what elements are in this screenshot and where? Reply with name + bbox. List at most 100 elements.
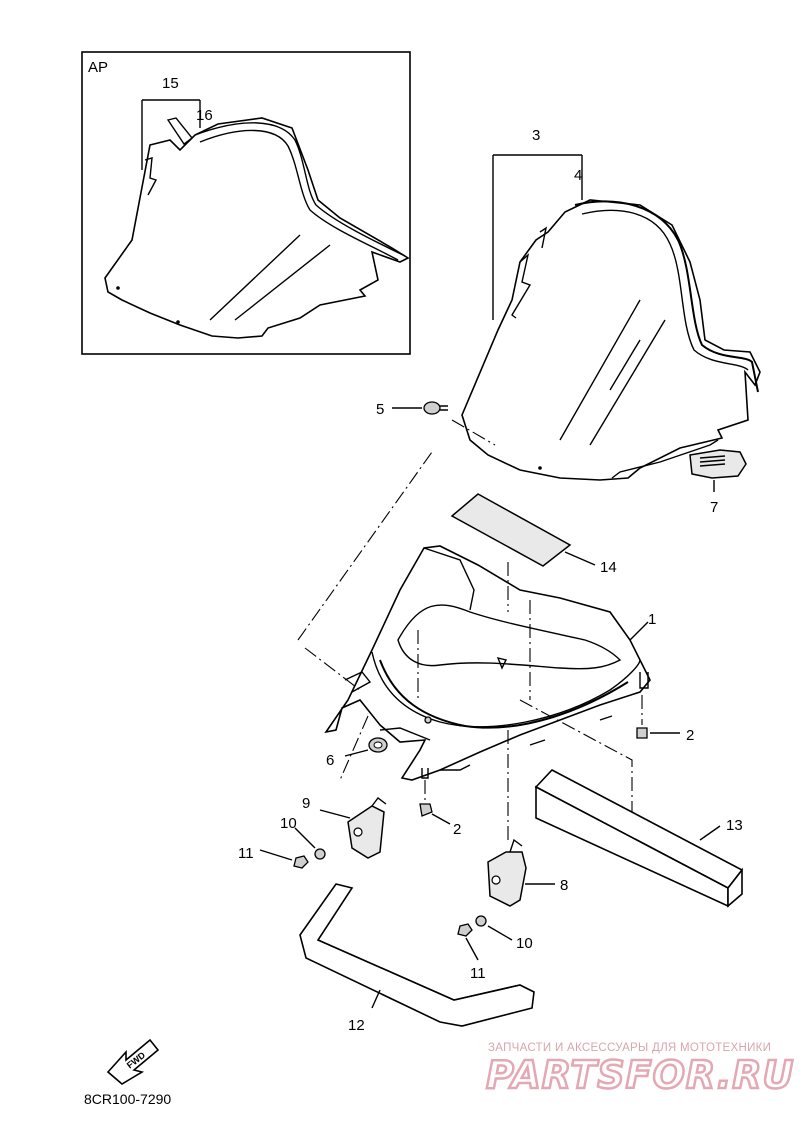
- leader-11-left: [259, 849, 293, 861]
- watermark-tagline: ЗАПЧАСТИ И АКСЕССУАРЫ ДЛЯ МОТОТЕХНИКИ: [488, 1042, 771, 1054]
- watermark-brand: PARTSFOR.RU: [486, 1053, 794, 1097]
- inset-windshield-body: [104, 117, 410, 339]
- inset-shade-line-2: [234, 244, 331, 321]
- cowling-inner-rim: [371, 651, 641, 728]
- cowling-window: [397, 604, 622, 670]
- bracket-15: [141, 99, 201, 170]
- cowling-u-mark-right: [639, 672, 649, 689]
- washer-10-left: [314, 848, 326, 860]
- callout-3: 3: [532, 127, 540, 144]
- screw-5: 5: [376, 401, 496, 446]
- callout-11-right: 11: [470, 965, 486, 982]
- leader-14: [564, 551, 596, 566]
- inset-trim-strip-inner: [199, 129, 399, 261]
- pad-14-body: [450, 493, 572, 567]
- leader-6: [344, 749, 369, 757]
- cowling-bolt-hole: [424, 716, 432, 724]
- callout-9: 9: [302, 795, 310, 812]
- callout-7: 7: [710, 499, 718, 516]
- pad-14: 14: [450, 493, 617, 576]
- callout-13: 13: [726, 817, 743, 834]
- inset-notch: [144, 157, 158, 196]
- part-7-ribs: [699, 455, 726, 467]
- center-line-a: [297, 451, 433, 641]
- leader-10-left: [294, 827, 316, 849]
- bracket-9-tab: [371, 797, 387, 807]
- watermark: ЗАПЧАСТИ И АКСЕССУАРЫ ДЛЯ МОТОТЕХНИКИ PA…: [485, 1042, 795, 1098]
- diagram-code: 8CR100-7290: [84, 1091, 171, 1107]
- screw-2-right: 2: [636, 727, 694, 744]
- inset-ap-windshield: AP 15 16: [81, 51, 411, 355]
- bracket-8-assembly: 8 10 11: [457, 838, 568, 982]
- leader-11-right: [465, 937, 479, 961]
- washer-10-right: [475, 915, 487, 927]
- windshield-notch: [511, 253, 532, 319]
- bracket-8-body: [487, 851, 527, 907]
- screw-5-shank: [440, 405, 448, 411]
- leader-2-center: [431, 813, 451, 825]
- cowling-clip: [344, 671, 372, 693]
- center-line-b: [304, 647, 361, 691]
- cowling-u-mark-center: [421, 768, 429, 779]
- callout-10-left: 10: [280, 815, 297, 832]
- screw-2-center: 2: [419, 768, 461, 838]
- windshield-shade-3: [609, 339, 641, 391]
- callout-11-left: 11: [238, 845, 254, 862]
- foam-13-end: [727, 867, 743, 908]
- center-line-h: [339, 715, 369, 781]
- cowling-rim-bold: [379, 659, 629, 729]
- bracket-8-hole: [491, 875, 501, 885]
- center-line-f: [519, 699, 633, 818]
- callout-8: 8: [560, 877, 568, 894]
- windshield-body: [461, 199, 761, 481]
- trim-12-inner-edge: [317, 939, 521, 1001]
- inset-clip-16: [166, 117, 193, 146]
- windshield-trim-4: [574, 200, 759, 393]
- leader-9: [319, 809, 351, 819]
- callout-2-right: 2: [686, 727, 694, 744]
- windshield-shade-2: [589, 319, 666, 446]
- callout-16: 16: [196, 107, 213, 124]
- callout-2-center: 2: [453, 821, 461, 838]
- leader-10-right: [487, 925, 513, 941]
- callout-1: 1: [648, 611, 656, 628]
- cowling-1: 1: [324, 545, 656, 781]
- callout-12: 12: [348, 1017, 365, 1034]
- callout-4: 4: [574, 167, 582, 184]
- grommet-6-hole: [373, 741, 383, 749]
- leader-1: [629, 621, 649, 641]
- windshield-trim-inner: [581, 209, 749, 371]
- bracket-3: [492, 154, 583, 320]
- windshield-shade-1: [559, 299, 641, 441]
- cowling-lower-edge: [379, 727, 431, 741]
- assembly-center-lines: [297, 451, 643, 840]
- foam-block-13: 13: [534, 769, 744, 908]
- windshield-tab: [539, 226, 548, 249]
- callout-6: 6: [326, 752, 334, 769]
- fwd-arrow-shape: [106, 1038, 160, 1085]
- inset-trim-strip: [194, 122, 406, 257]
- bracket-9-body: [347, 805, 385, 859]
- fwd-arrow: FWD: [106, 1038, 160, 1085]
- nut-11-right: [457, 923, 473, 937]
- trim-12-body: [299, 883, 535, 1027]
- callout-10-right: 10: [516, 935, 533, 952]
- bracket-8-tab: [509, 838, 523, 853]
- screw-5-head: [423, 401, 441, 415]
- nut-11-left: [293, 855, 309, 869]
- trim-strip-12: 12: [299, 883, 535, 1034]
- inset-hole-mid: [176, 320, 180, 324]
- cowling-upper-edge: [423, 547, 475, 611]
- cowling-tabs: [440, 715, 613, 771]
- inset-shade-line-1: [209, 234, 301, 321]
- windshield-assembly: 3 4: [461, 127, 761, 481]
- callout-14: 14: [600, 559, 617, 576]
- callout-5: 5: [376, 401, 384, 418]
- part-6-grommet: 6: [326, 737, 388, 769]
- leader-12: [371, 989, 381, 1009]
- screw-2-right-head: [636, 727, 648, 739]
- cowling-arrow-mark: [496, 656, 508, 670]
- windshield-lower-edge: [611, 439, 719, 479]
